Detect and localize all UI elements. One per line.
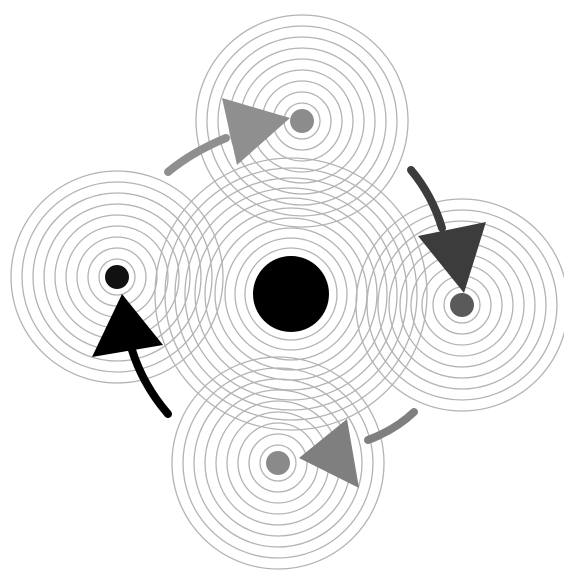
source-right [450, 293, 474, 317]
source-top [290, 109, 314, 133]
center-mass [253, 256, 329, 332]
source-left [105, 265, 129, 289]
source-bottom [266, 451, 290, 475]
